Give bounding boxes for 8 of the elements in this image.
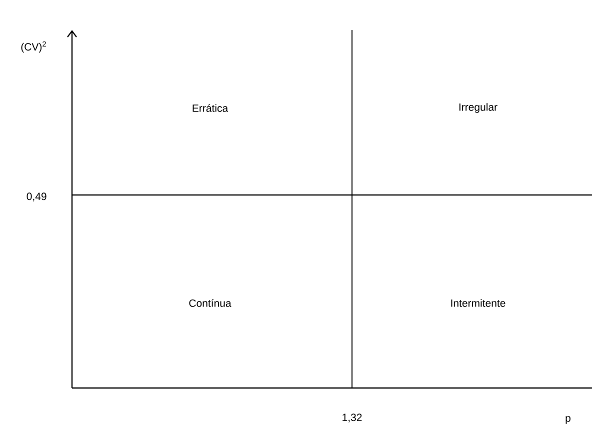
tick-label: 0,49: [26, 192, 46, 202]
quadrant-label: Intermitente: [451, 299, 506, 307]
quadrant-label: Irregular: [459, 103, 498, 113]
axis-label: p: [566, 416, 570, 424]
tick-label: 1,32: [342, 414, 362, 422]
quadrant-label: Contínua: [189, 299, 232, 307]
quadrant-label: Errática: [192, 104, 228, 112]
axis-label: (CV)$^{2}$: [21, 41, 46, 53]
